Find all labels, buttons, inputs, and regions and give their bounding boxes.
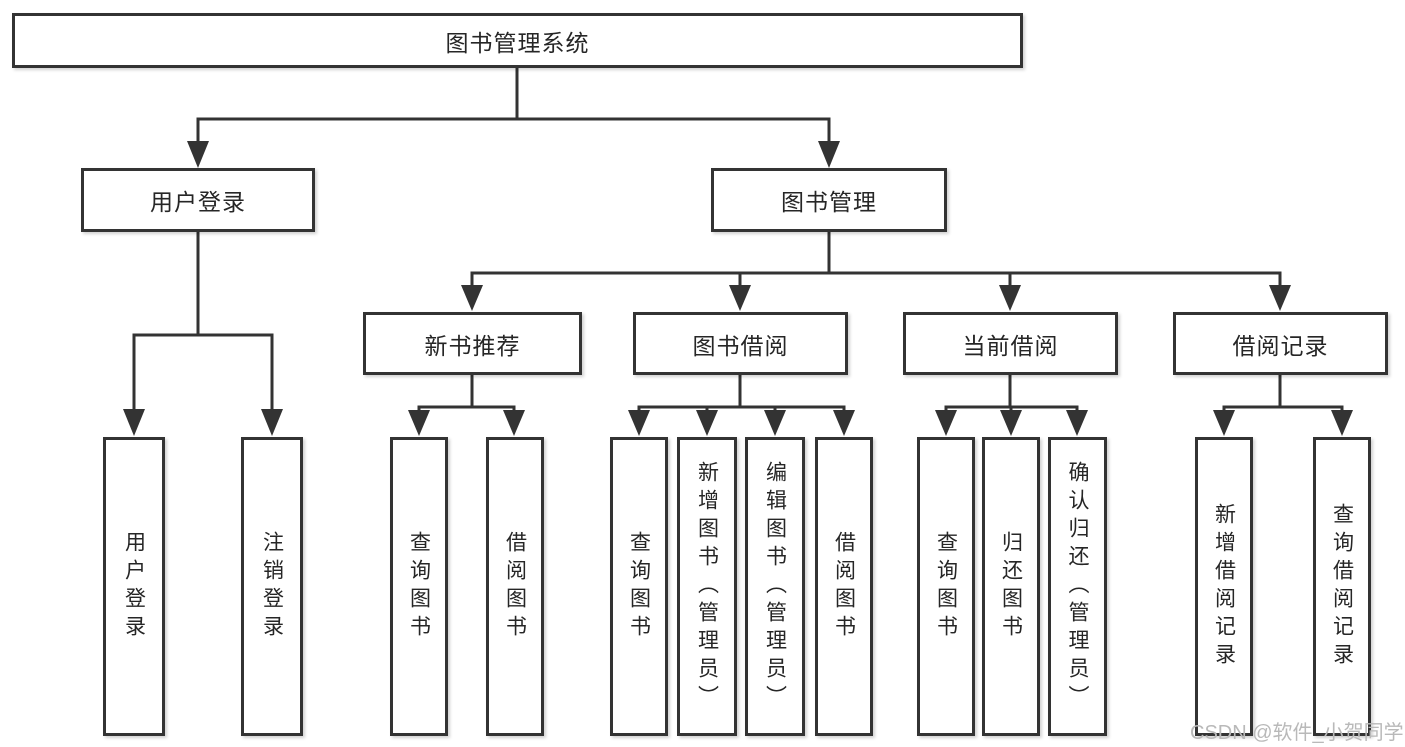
leaf-query-books-borrow: 查询图书: [610, 437, 668, 736]
leaf-query-borrow-record-label: 查询借阅记录: [1330, 502, 1354, 671]
leaf-edit-book-admin-label: 编辑图书（管理员）: [763, 460, 787, 713]
leaf-add-borrow-record: 新增借阅记录: [1195, 437, 1253, 736]
leaf-query-books-current: 查询图书: [917, 437, 975, 736]
leaf-borrow-books: 借阅图书: [815, 437, 873, 736]
leaf-confirm-return-admin: 确认归还（管理员）: [1048, 437, 1107, 736]
leaf-query-books-recommend: 查询图书: [390, 437, 448, 736]
leaf-query-books-borrow-label: 查询图书: [627, 530, 651, 643]
leaf-logout-label: 注销登录: [260, 530, 284, 643]
node-borrow-records: 借阅记录: [1173, 312, 1388, 375]
leaf-add-borrow-record-label: 新增借阅记录: [1212, 502, 1236, 671]
leaf-borrow-books-label: 借阅图书: [832, 530, 856, 643]
node-root: 图书管理系统: [12, 13, 1023, 68]
leaf-add-book-admin-label: 新增图书（管理员）: [695, 460, 719, 713]
node-book-borrow: 图书借阅: [633, 312, 848, 375]
node-user-login: 用户登录: [81, 168, 315, 232]
leaf-borrow-books-recommend: 借阅图书: [486, 437, 544, 736]
leaf-user-login: 用户登录: [103, 437, 165, 736]
node-new-book-recommend: 新书推荐: [363, 312, 582, 375]
leaf-confirm-return-admin-label: 确认归还（管理员）: [1066, 460, 1089, 713]
leaf-add-book-admin: 新增图书（管理员）: [677, 437, 737, 736]
leaf-return-book: 归还图书: [982, 437, 1040, 736]
node-book-management: 图书管理: [711, 168, 947, 232]
leaf-borrow-books-recommend-label: 借阅图书: [503, 530, 527, 643]
node-borrow-records-label: 借阅记录: [1232, 332, 1329, 359]
leaf-query-borrow-record: 查询借阅记录: [1313, 437, 1371, 736]
leaf-return-book-label: 归还图书: [999, 530, 1023, 643]
node-book-borrow-label: 图书借阅: [692, 332, 789, 359]
node-user-login-label: 用户登录: [150, 189, 246, 215]
leaf-user-login-label: 用户登录: [122, 530, 146, 643]
node-new-book-recommend-label: 新书推荐: [424, 332, 521, 359]
node-current-borrow-label: 当前借阅: [962, 332, 1059, 359]
csdn-watermark: CSDN @软件_小贺同学: [1190, 722, 1404, 744]
leaf-query-books-current-label: 查询图书: [934, 530, 958, 643]
node-current-borrow: 当前借阅: [903, 312, 1118, 375]
leaf-edit-book-admin: 编辑图书（管理员）: [745, 437, 805, 736]
leaf-query-books-recommend-label: 查询图书: [407, 530, 431, 643]
node-book-management-label: 图书管理: [781, 189, 877, 215]
leaf-logout: 注销登录: [241, 437, 303, 736]
node-root-label: 图书管理系统: [445, 29, 590, 56]
